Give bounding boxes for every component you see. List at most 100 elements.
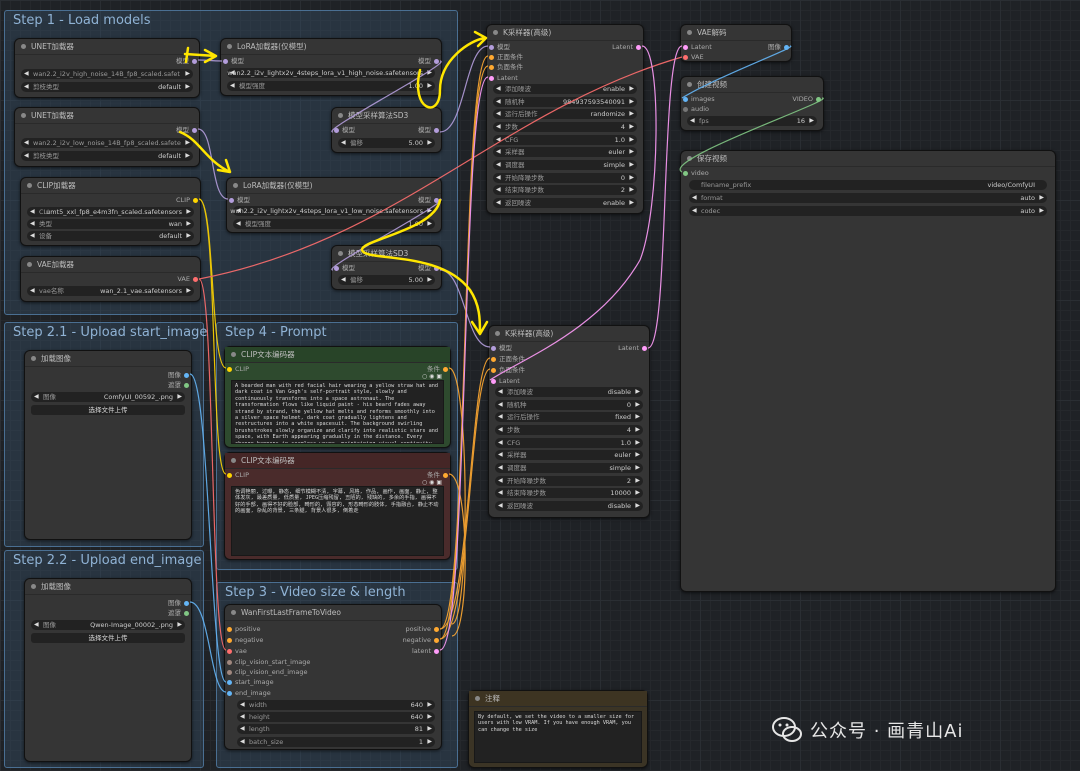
- input-negative[interactable]: 负面条件: [489, 365, 525, 375]
- prompt-textarea[interactable]: A bearded man with red facial hair weari…: [231, 380, 444, 444]
- lora-name-combo[interactable]: ◀wan2.2_i2v_lightx2v_4steps_lora_v1_low_…: [230, 206, 435, 216]
- input-model[interactable]: 模型: [221, 56, 244, 66]
- input-latent[interactable]: Latent: [489, 376, 520, 386]
- output-model[interactable]: 模型: [176, 125, 199, 135]
- unet-loader-low-node[interactable]: UNET加载器 模型 ◀wan2.2_i2v_low_noise_14B_fp8…: [14, 107, 200, 167]
- input-end-image[interactable]: end_image: [225, 688, 271, 698]
- output-image[interactable]: 图像: [168, 598, 191, 608]
- input-negative[interactable]: negative: [225, 635, 263, 645]
- input-model[interactable]: 模型: [332, 263, 355, 273]
- upload-button[interactable]: 选择文件上传: [31, 405, 185, 415]
- output-image[interactable]: 图像: [768, 42, 791, 52]
- output-model[interactable]: 模型: [176, 56, 199, 66]
- output-model[interactable]: 模型: [418, 125, 441, 135]
- note-node[interactable]: 注释 By default, we set the video to a sma…: [468, 690, 648, 768]
- textarea-tools-icon[interactable]: ○ ◉ ▣: [422, 479, 442, 486]
- textarea-tools-icon[interactable]: ○ ◉ ▣: [422, 373, 442, 380]
- note-textarea[interactable]: By default, we set the video to a smalle…: [474, 711, 642, 763]
- input-clip-vision-end[interactable]: clip_vision_end_image: [225, 667, 308, 677]
- input-positive[interactable]: 正面条件: [489, 354, 525, 364]
- output-mask[interactable]: 遮罩: [168, 380, 191, 390]
- output-positive[interactable]: positive: [406, 624, 442, 634]
- input-clip-vision-start[interactable]: clip_vision_start_image: [225, 657, 310, 667]
- upload-button[interactable]: 选择文件上传: [31, 633, 185, 643]
- input-model[interactable]: 模型: [489, 343, 512, 353]
- clip-text-encode-positive-node[interactable]: CLIP文本编码器 CLIP 条件 ○ ◉ ▣ A bearded man wi…: [224, 346, 451, 448]
- wan-first-last-frame-node[interactable]: WanFirstLastFrameToVideo positive negati…: [224, 604, 442, 750]
- output-clip[interactable]: CLIP: [176, 195, 200, 205]
- unet-name-combo[interactable]: ◀wan2.2_i2v_high_noise_14B_fp8_scaled.sa…: [21, 69, 193, 79]
- input-latent[interactable]: Latent: [487, 73, 518, 83]
- input-model[interactable]: 模型: [332, 125, 355, 135]
- input-vae[interactable]: vae: [225, 646, 247, 656]
- output-model[interactable]: 模型: [418, 56, 441, 66]
- ksampler-advanced-node-1[interactable]: K采样器(高级) 模型 正面条件 负面条件 Latent Latent ◀添加噪…: [486, 24, 644, 214]
- input-vae[interactable]: VAE: [681, 52, 704, 62]
- vae-decode-node[interactable]: VAE解码 Latent VAE 图像: [680, 24, 792, 62]
- input-positive[interactable]: 正面条件: [487, 52, 523, 62]
- lora-loader-low-node[interactable]: LoRA加载器(仅模型) 模型 模型 ◀wan2.2_i2v_lightx2v_…: [226, 177, 442, 233]
- input-positive[interactable]: positive: [225, 624, 261, 634]
- lora-name-combo[interactable]: ◀wan2.2_i2v_lightx2v_4steps_lora_v1_high…: [227, 68, 435, 78]
- input-clip[interactable]: CLIP: [225, 470, 249, 480]
- output-model[interactable]: 模型: [418, 195, 441, 205]
- unet-loader-high-node[interactable]: UNET加载器 模型 ◀wan2.2_i2v_high_noise_14B_fp…: [14, 38, 200, 98]
- output-latent[interactable]: latent: [412, 646, 441, 656]
- input-audio[interactable]: audio: [681, 104, 709, 114]
- output-mask[interactable]: 遮罩: [168, 608, 191, 618]
- input-clip[interactable]: CLIP: [225, 364, 249, 374]
- input-model[interactable]: 模型: [487, 42, 510, 52]
- input-latent[interactable]: Latent: [681, 42, 712, 52]
- output-video[interactable]: VIDEO: [792, 94, 823, 104]
- input-start-image[interactable]: start_image: [225, 677, 274, 687]
- unet-name-combo[interactable]: ◀wan2.2_i2v_low_noise_14B_fp8_scaled.saf…: [21, 138, 193, 148]
- input-model[interactable]: 模型: [227, 195, 250, 205]
- output-image[interactable]: 图像: [168, 370, 191, 380]
- output-model[interactable]: 模型: [418, 263, 441, 273]
- output-negative[interactable]: negative: [403, 635, 441, 645]
- lora-loader-high-node[interactable]: LoRA加载器(仅模型) 模型 模型 ◀wan2.2_i2v_lightx2v_…: [220, 38, 442, 96]
- input-images[interactable]: images: [681, 94, 715, 104]
- output-latent[interactable]: Latent: [618, 343, 649, 353]
